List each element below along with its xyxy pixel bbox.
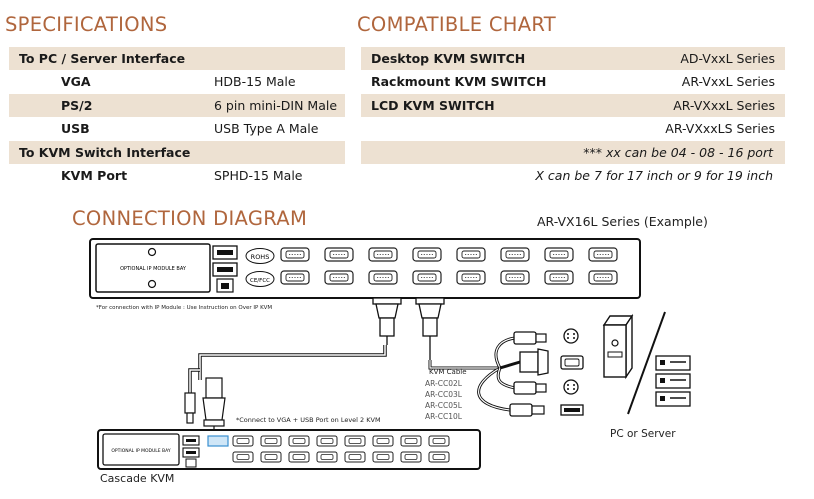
spec-value: HDB-15 Male [214,74,296,90]
cascade-kvm-unit: OPTIONAL IP MODULE BAY [97,429,481,470]
ip-note: *For connection with IP Module : Use Ins… [96,305,272,311]
compatible-chart-table: Desktop KVM SWITCH AD-VxxL Series Rackmo… [361,47,785,187]
compat-row: Rackmount KVM SWITCH AR-VxxL Series [361,70,785,93]
kvm-port [280,270,310,285]
spec-row: PS/2 6 pin mini-DIN Male [9,93,345,118]
compat-value: AR-VXxxL Series [673,97,775,113]
vga-connector-left [372,297,402,345]
kvm-port [456,247,486,262]
spec-label: USB [61,121,90,137]
compat-label: Desktop KVM SWITCH [371,51,526,66]
ps2-port-icon [563,379,579,395]
cascade-usb-connector [184,392,196,424]
kvm-port [500,247,530,262]
spec-row: To PC / Server Interface [9,47,345,71]
kvm-port [412,247,442,262]
kvm-port [456,270,486,285]
compat-value: AD-VxxL Series [680,51,775,66]
level-note: *Connect to VGA + USB Port on Level 2 KV… [236,416,381,424]
vga-port-icon [560,355,584,370]
specifications-table: To PC / Server Interface VGA HDB-15 Male… [9,47,345,187]
divider-slash [627,311,666,415]
compat-row: AR-VXxxLS Series [361,117,785,140]
kvm-port [368,247,398,262]
cefcc-label: CE/FCC [250,278,270,284]
spec-row: USB USB Type A Male [9,117,345,140]
kvm-port [544,247,574,262]
kvm-port [324,270,354,285]
pc-server-label: PC or Server [610,428,676,440]
compat-row: Desktop KVM SWITCH AD-VxxL Series [361,47,785,71]
spec-label: VGA [61,74,91,90]
rack-kvm-unit: OPTIONAL IP MODULE BAY ROHS CE/FCC [89,238,641,299]
kvm-port [500,270,530,285]
spec-label: To PC / Server Interface [19,51,186,66]
spec-label: PS/2 [61,97,93,113]
vga-connector-cable [519,348,549,376]
compat-row: LCD KVM SWITCH AR-VXxxL Series [361,93,785,118]
compatible-chart-title: COMPATIBLE CHART [357,13,557,36]
example-label: AR-VX16L Series (Example) [537,214,708,229]
spec-value: USB Type A Male [214,121,319,137]
kvm-cable-label: KVM Cable [429,368,467,376]
connection-diagram-title: CONNECTION DIAGRAM [72,207,308,230]
vga-connector-right [415,297,445,360]
kvm-port [588,247,618,262]
pc-tower-icon [602,313,634,380]
ps2-connector-top [513,331,547,345]
cascade-vga-connector [202,377,226,432]
cable-model: AR-CC03L [425,390,463,399]
specifications-title: SPECIFICATIONS [5,13,168,36]
ip-module-label: OPTIONAL IP MODULE BAY [120,266,187,272]
cascade-kvm-label: Cascade KVM [100,472,174,485]
compat-note-size: X can be 7 for 17 inch or 9 for 19 inch [535,167,773,183]
usb-port-icon [560,404,584,416]
kvm-port [324,247,354,262]
compat-value: AR-VxxL Series [681,74,775,90]
compat-note-ports: *** xx can be 04 - 08 - 16 port [583,144,773,160]
spec-value: SPHD-15 Male [214,167,303,183]
rohs-label: ROHS [251,253,270,261]
spec-value: 6 pin mini-DIN Male [214,97,338,113]
server-stack-icon [655,355,691,407]
cable-model: AR-CC10L [425,412,463,421]
compat-label: LCD KVM SWITCH [371,97,495,113]
cable-model: AR-CC02L [425,379,463,388]
kvm-port [368,270,398,285]
ps2-port-icon [563,328,579,344]
kvm-port [280,247,310,262]
ps2-connector-bottom [513,381,547,395]
kvm-port [588,270,618,285]
spec-row: KVM Port SPHD-15 Male [9,164,345,187]
spec-label: KVM Port [61,167,128,183]
compat-value: AR-VXxxLS Series [665,121,775,137]
cable-model: AR-CC05L [425,401,463,410]
kvm-port [412,270,442,285]
compat-note-row: *** xx can be 04 - 08 - 16 port [361,140,785,164]
kvm-port [544,270,574,285]
spec-label: To KVM Switch Interface [19,144,191,160]
cascade-ip-module-label: OPTIONAL IP MODULE BAY [111,448,171,454]
compat-label: Rackmount KVM SWITCH [371,74,547,90]
compat-note-row: X can be 7 for 17 inch or 9 for 19 inch [361,164,785,187]
spec-row: To KVM Switch Interface [9,140,345,164]
usb-connector-cable [509,403,545,417]
spec-row: VGA HDB-15 Male [9,70,345,93]
